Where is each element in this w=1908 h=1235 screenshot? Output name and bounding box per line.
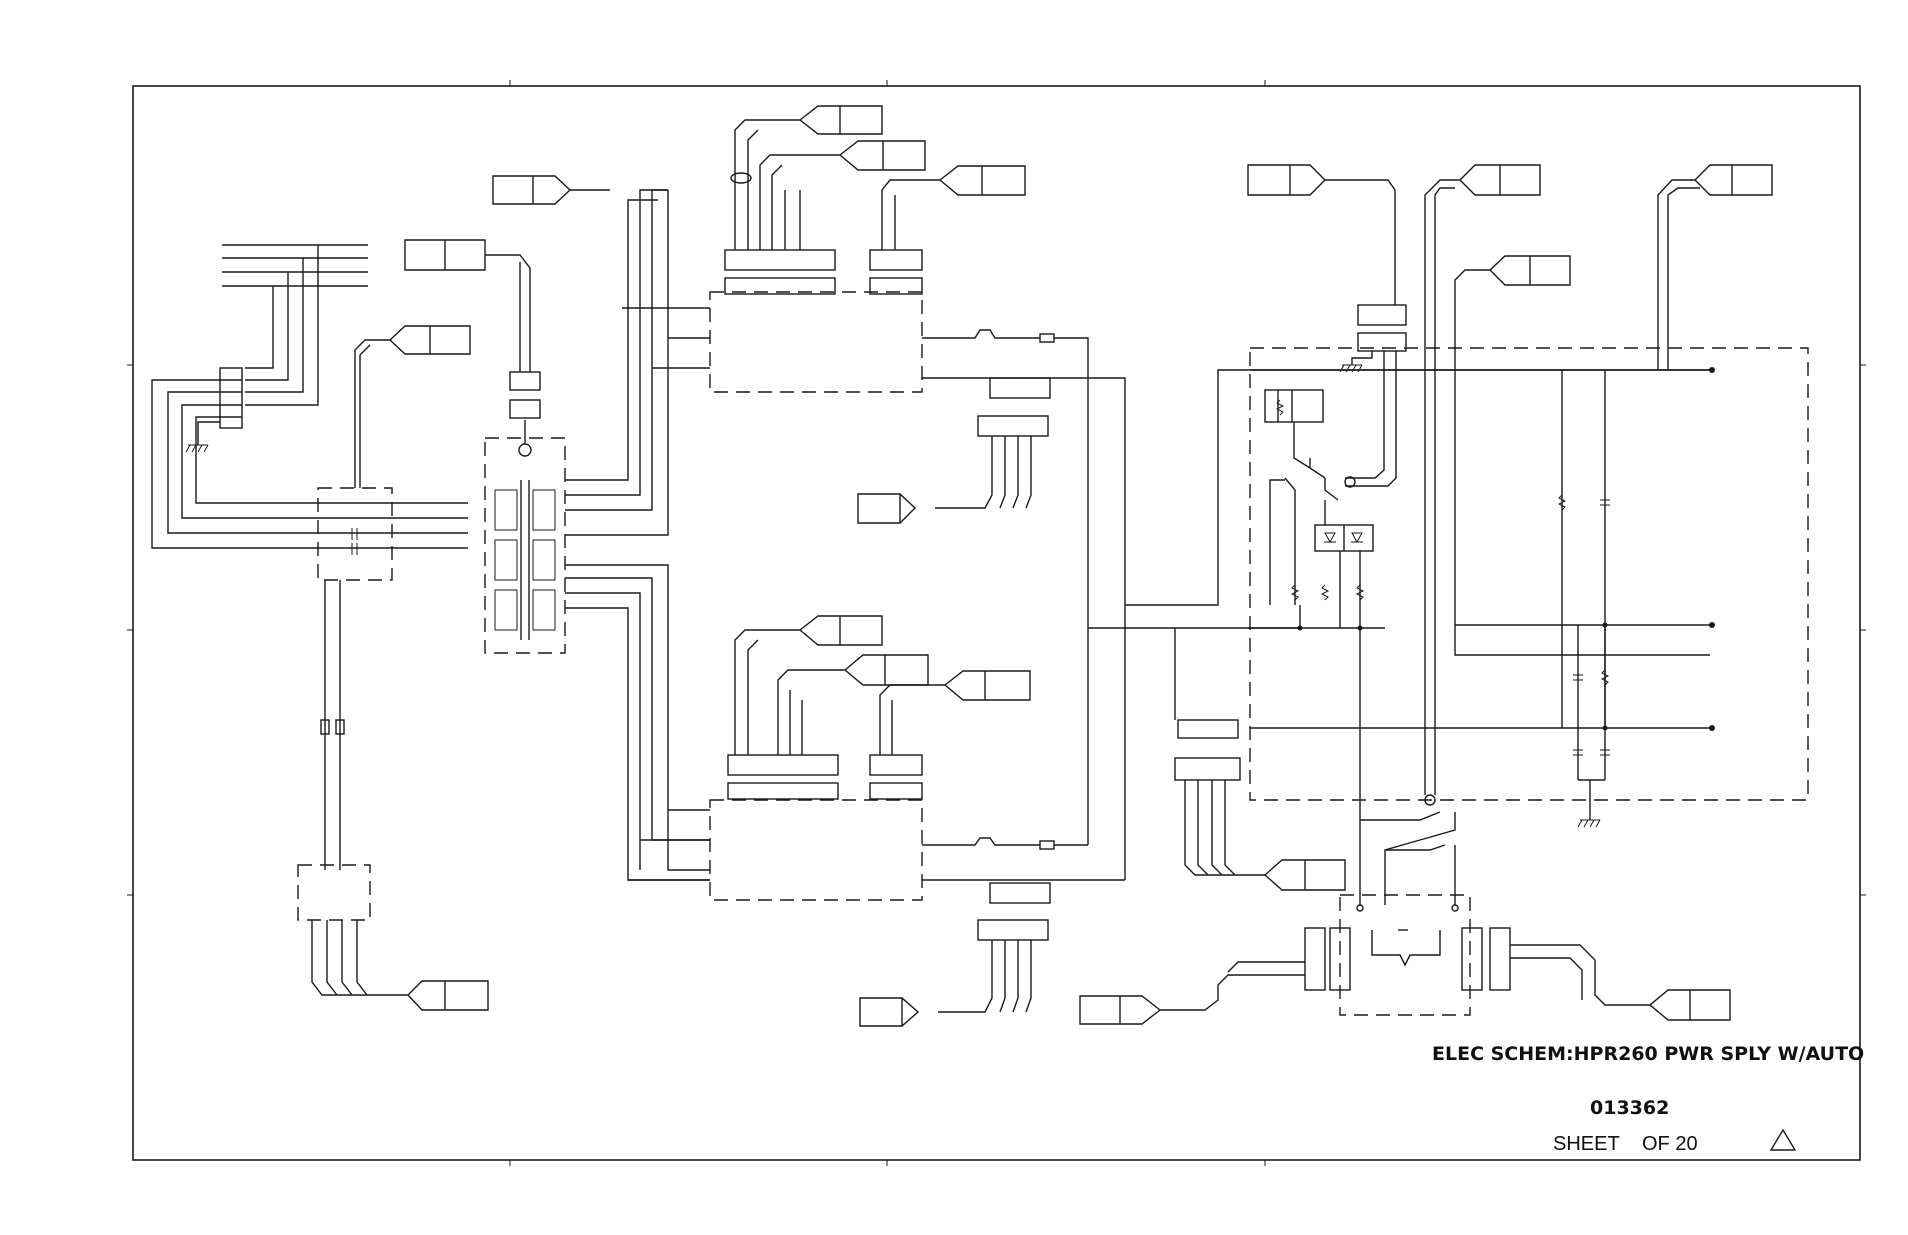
- connector-pin-icon: [724, 249, 923, 295]
- connector-tag: [843, 654, 929, 686]
- connector-tag: [404, 239, 486, 271]
- lower-dashed-box: [297, 864, 371, 921]
- title-block: ELEC SCHEM:HPR260 PWR SPLY W/AUTO 013362…: [1432, 1043, 1864, 1155]
- diode-icon: [1324, 532, 1363, 544]
- resistor-icon: [1275, 399, 1365, 601]
- connector-pin-icon: [1304, 927, 1511, 991]
- resistor-icon: [1557, 494, 1610, 686]
- capacitor-icon: [1573, 499, 1610, 756]
- capacitor-icon: [351, 528, 358, 555]
- connector-tag: [943, 670, 1031, 701]
- connector-tag: [857, 493, 917, 524]
- fuse-icon: [320, 719, 345, 735]
- connector-tag: [938, 165, 1026, 196]
- connector-tag: [1263, 859, 1346, 891]
- connector-tag: [1459, 164, 1541, 196]
- connector-pin-icon: [935, 377, 1051, 509]
- switch-contact-icon: [1339, 628, 1471, 1016]
- ground-symbol-icon: [1577, 819, 1601, 828]
- connector-tag: [859, 997, 920, 1027]
- ground-symbol-icon: [185, 444, 209, 453]
- connector-pin-icon: [1357, 304, 1407, 352]
- connector-tag: [1247, 164, 1326, 196]
- ground-symbol-icon: [1339, 364, 1363, 373]
- connector-tag: [798, 105, 883, 135]
- connector-tag: [492, 175, 572, 205]
- right-control-section: [1079, 164, 1809, 1025]
- connector-pin-icon: [727, 754, 923, 800]
- connector-tag: [1488, 255, 1571, 286]
- connector-pin-icon: [938, 882, 1051, 1013]
- drawing-title: ELEC SCHEM:HPR260 PWR SPLY W/AUTO: [1432, 1043, 1864, 1065]
- connector-tag: [388, 325, 471, 355]
- drawing-frame: [132, 85, 1861, 1161]
- frame-ticks: [127, 80, 1866, 1166]
- connector-tag: [1079, 995, 1162, 1025]
- sheet-label: SHEET: [1553, 1133, 1620, 1155]
- left-input-section: [151, 244, 489, 1011]
- connector-tag: [1648, 989, 1731, 1021]
- lower-chopper-section: [628, 615, 1125, 1027]
- upper-chopper-section: [622, 105, 1126, 880]
- sheet-of-label: OF 20: [1642, 1133, 1698, 1155]
- transformer-icon: [484, 420, 566, 654]
- connector-tag: [838, 140, 926, 171]
- filter-box: [317, 487, 393, 581]
- connector-tag: [407, 980, 489, 1011]
- drawing-number: 013362: [1590, 1097, 1669, 1119]
- connector-tag: [1694, 164, 1773, 196]
- connector-tag: [798, 615, 883, 646]
- revision-triangle-icon: [1769, 1128, 1797, 1151]
